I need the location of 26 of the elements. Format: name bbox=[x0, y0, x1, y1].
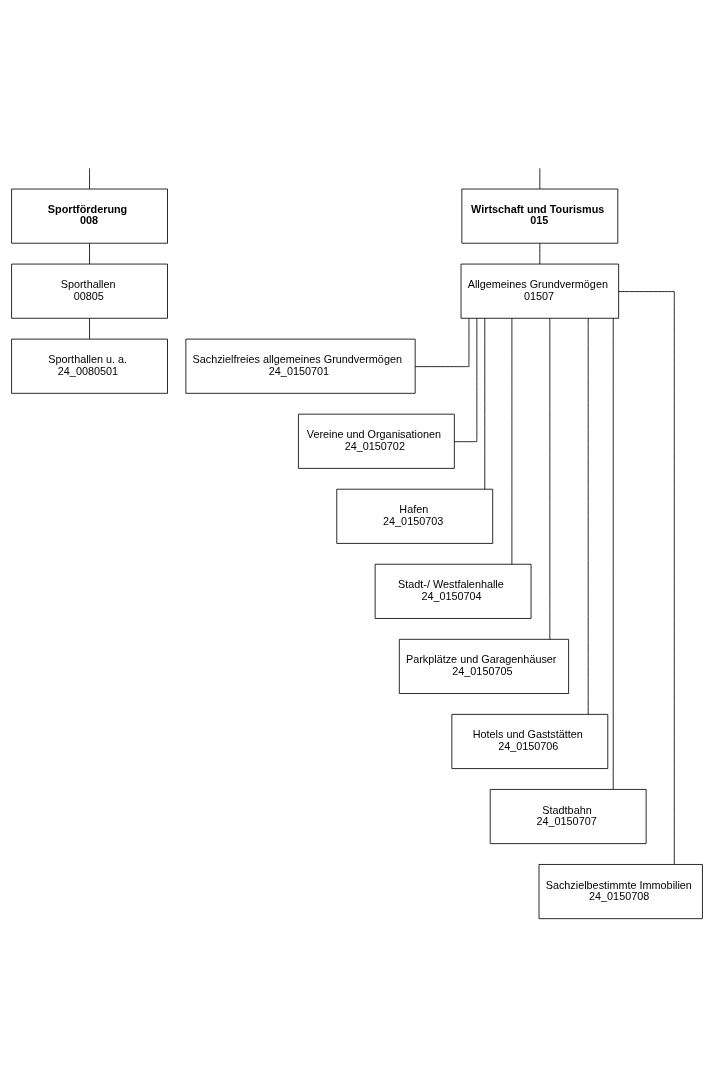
node-box: Hotels und Gaststätten 24_0150706 bbox=[451, 713, 609, 769]
node-box: Sachzielfreies allgemeines Grundvermögen 24_0150701 bbox=[185, 338, 416, 394]
node-box: Wirtschaft und Tourismus 015 bbox=[461, 188, 619, 244]
node-box: Allgemeines Grundvermögen 01507 bbox=[460, 263, 620, 319]
connector bbox=[549, 318, 551, 640]
node-box: Sportförderung 008 bbox=[11, 188, 168, 244]
node-box: Parkplätze und Garagenhäuser 24_0150705 bbox=[398, 638, 569, 694]
connector bbox=[587, 317, 589, 715]
node-box: Stadt-/ Westfalenhalle 24_0150704 bbox=[374, 563, 532, 619]
node-box: Sporthallen 00805 bbox=[11, 263, 168, 319]
connector bbox=[539, 243, 541, 265]
node-box: Sachzielbestimmte Immobilien 24_0150708 bbox=[538, 864, 703, 920]
node-box: Vereine und Organisationen 24_0150702 bbox=[298, 413, 455, 469]
connector bbox=[454, 318, 478, 443]
connector bbox=[414, 318, 470, 368]
connector bbox=[511, 317, 513, 565]
connector bbox=[484, 317, 486, 490]
connector bbox=[89, 243, 90, 265]
connector bbox=[89, 167, 90, 190]
connector bbox=[89, 318, 90, 340]
connector bbox=[618, 291, 675, 865]
node-box: Stadtbahn 24_0150707 bbox=[489, 789, 647, 845]
connector bbox=[612, 317, 614, 790]
node-box: Hafen 24_0150703 bbox=[336, 488, 494, 544]
node-box: Sporthallen u. a. 24_0080501 bbox=[11, 338, 168, 394]
connector bbox=[539, 167, 541, 190]
